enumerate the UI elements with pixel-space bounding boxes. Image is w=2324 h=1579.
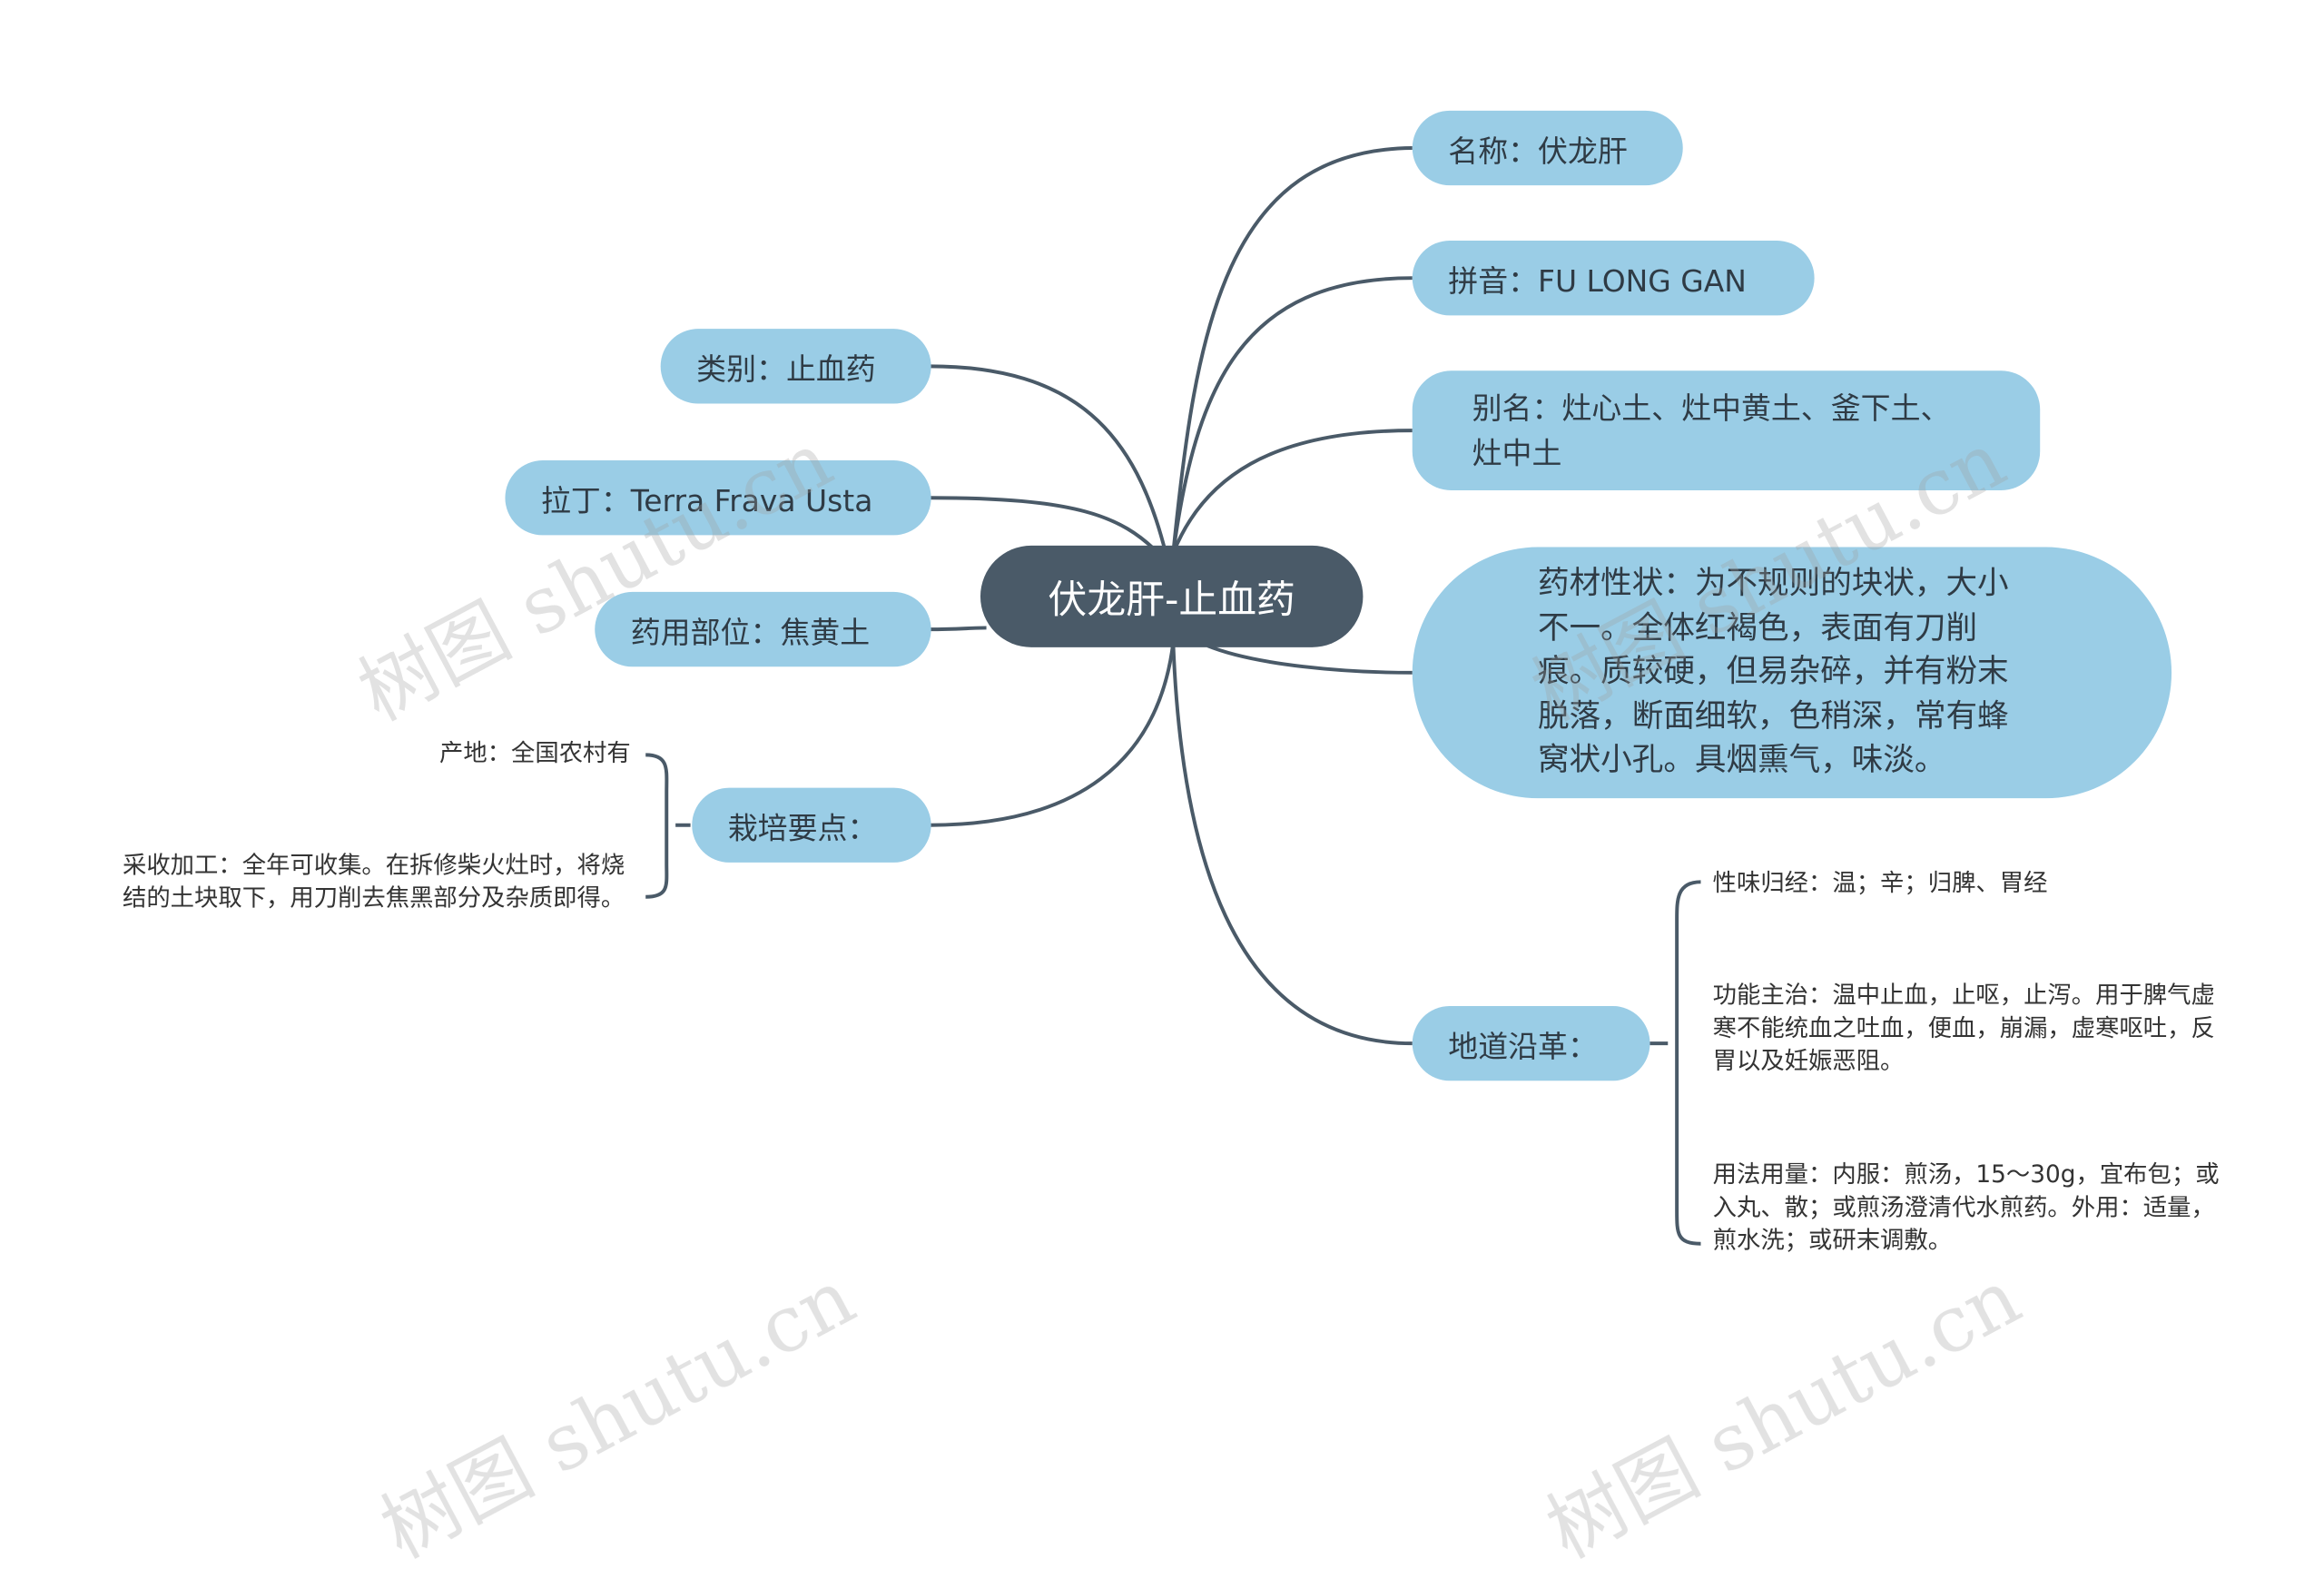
bracket-cultivation	[645, 753, 691, 899]
mindmap-canvas: 伏龙肝-止血药 名称：伏龙肝 拼音：FU LONG GAN 别名：灶心土、灶中黄…	[122, 110, 2220, 1576]
leaf-origin-function: 功能主治：温中止血，止呕，止泻。用于脾气虚寒不能统血之吐血，便血，崩漏，虚寒呕吐…	[1712, 980, 2215, 1075]
root-label: 伏龙肝-止血药	[1048, 577, 1295, 623]
node-part-label: 药用部位：焦黄土	[630, 613, 871, 650]
node-part[interactable]: 药用部位：焦黄土	[595, 591, 931, 667]
node-origin[interactable]: 地道沿革：	[1412, 1005, 1650, 1081]
node-cultivation-label: 栽培要点：	[727, 809, 878, 845]
link-category	[929, 364, 1168, 554]
node-origin-label: 地道沿革：	[1448, 1027, 1598, 1064]
node-alias-label: 别名：灶心土、灶中黄土、釜下土、灶中土	[1472, 390, 1951, 471]
link-cultivation	[929, 642, 1176, 827]
link-latin	[929, 496, 1160, 555]
node-name[interactable]: 名称：伏龙肝	[1412, 110, 1683, 186]
link-name	[1171, 146, 1413, 554]
link-pinyin	[1171, 276, 1413, 554]
node-pinyin[interactable]: 拼音：FU LONG GAN	[1412, 241, 1815, 316]
link-part	[929, 626, 987, 632]
node-category-label: 类别：止血药	[696, 350, 876, 387]
bracket-origin	[1649, 880, 1701, 1246]
node-traits[interactable]: 药材性状：为不规则的块状，大小不一。全体红褐色，表面有刀削痕。质较硬，但易杂碎，…	[1412, 547, 2172, 799]
node-pinyin-label: 拼音：FU LONG GAN	[1448, 262, 1747, 299]
leaf-origin-usage: 用法用量：内服：煎汤，15～30g，宜布包；或入丸、散；或煎汤澄清代水煎药。外用…	[1712, 1160, 2220, 1255]
leaf-cultivation-place: 产地：全国农村有	[438, 738, 631, 767]
link-alias	[1171, 429, 1413, 554]
node-cultivation[interactable]: 栽培要点：	[692, 787, 931, 863]
leaf-origin-taste: 性味归经：温；辛；归脾、胃经	[1712, 868, 2048, 897]
node-category[interactable]: 类别：止血药	[660, 329, 931, 404]
node-traits-label: 药材性状：为不规则的块状，大小不一。全体红褐色，表面有刀削痕。质较硬，但易杂碎，…	[1538, 565, 2009, 778]
node-name-label: 名称：伏龙肝	[1448, 132, 1628, 169]
root-node[interactable]: 伏龙肝-止血药	[980, 545, 1364, 647]
node-alias[interactable]: 别名：灶心土、灶中黄土、釜下土、灶中土	[1412, 370, 2041, 490]
leaf-cultivation-harvest: 采收加工：全年可收集。在拆修柴火灶时，将烧结的土块取下，用刀削去焦黑部分及杂质即…	[122, 850, 625, 913]
node-latin[interactable]: 拉丁：Terra Frava Usta	[505, 460, 931, 536]
link-traits	[1206, 644, 1413, 675]
node-latin-label: 拉丁：Terra Frava Usta	[540, 481, 873, 518]
connector-lines	[645, 146, 1701, 1246]
link-origin	[1171, 642, 1413, 1046]
